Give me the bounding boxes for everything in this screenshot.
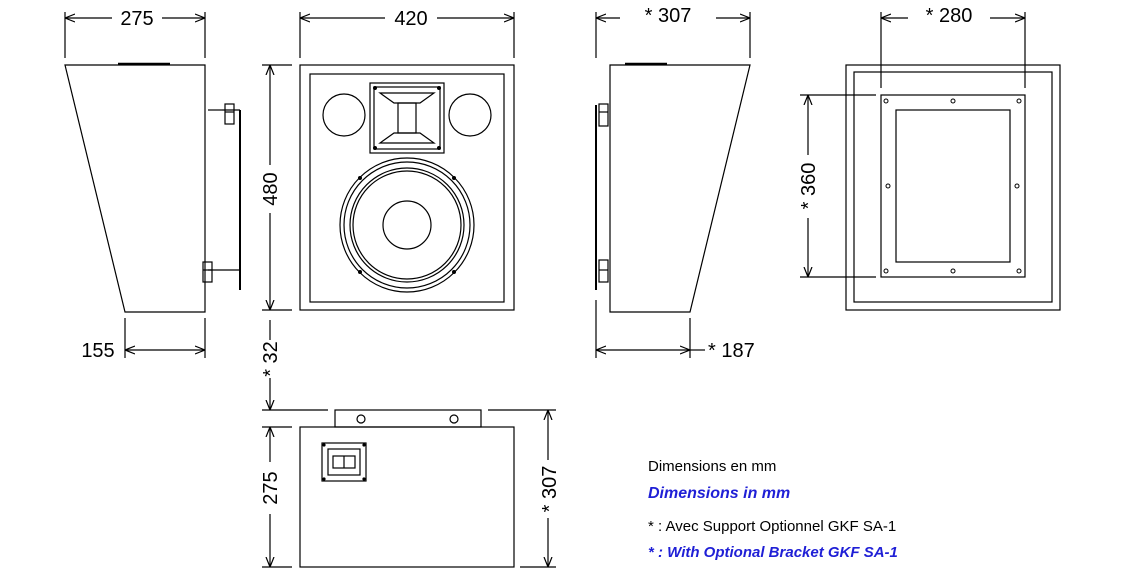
note-bracket-fr: * : Avec Support Optionnel GKF SA-1 — [648, 518, 897, 535]
front-inner-frame — [309, 73, 505, 303]
side-view-right — [595, 62, 751, 313]
dim-label-side-right-top: * 307 — [645, 5, 692, 27]
front-horn-outer — [369, 82, 445, 154]
front-horn-throat — [397, 102, 417, 134]
dim-label-side-right-bottom: * 187 — [708, 340, 755, 362]
dim-lines-right — [595, 12, 751, 358]
note-dimensions-en: Dimensions in mm — [648, 485, 791, 502]
bottom-bracket-bolt-right — [449, 414, 459, 424]
dim-label-back-width: * 280 — [926, 5, 973, 27]
back-screws — [883, 98, 1022, 274]
dim-label-bottom-offset: * 32 — [260, 341, 282, 377]
front-port-right — [448, 93, 492, 137]
front-view — [299, 64, 515, 311]
right-bolt-top — [598, 103, 609, 127]
dim-label-front-width: 420 — [394, 8, 427, 30]
dim-label-side-left-bottom: 155 — [81, 340, 114, 362]
note-dimensions-fr: Dimensions en mm — [648, 458, 777, 475]
dim-label-bottom-depth-bracket: * 307 — [539, 466, 561, 513]
left-side-body — [64, 64, 206, 313]
dim-label-side-left-top: 275 — [120, 8, 153, 30]
dim-label-back-height: * 360 — [798, 163, 820, 210]
bottom-bracket-bolt-left — [356, 414, 366, 424]
dim-lines-front — [262, 12, 515, 311]
dim-label-front-height: 480 — [260, 172, 282, 205]
bottom-terminal-outer — [321, 442, 367, 482]
back-panel — [895, 109, 1011, 263]
dim-lines-left — [64, 12, 206, 358]
bottom-view — [299, 409, 515, 568]
front-outer-frame — [299, 64, 515, 311]
right-side-body — [609, 64, 751, 313]
front-woofer-outer — [339, 157, 475, 293]
front-woofer-dustcap — [382, 200, 432, 250]
back-outer-frame — [845, 64, 1061, 311]
left-bolt-bottom — [202, 261, 213, 283]
back-view — [845, 64, 1061, 311]
dim-label-bottom-depth: 275 — [260, 471, 282, 504]
left-bolt-top — [224, 103, 235, 125]
back-plate — [880, 94, 1026, 278]
front-port-left — [322, 93, 366, 137]
dim-lines-bottom — [262, 320, 556, 568]
front-screws — [358, 86, 456, 274]
back-inner-frame — [853, 71, 1053, 303]
note-bracket-en: * : With Optional Bracket GKF SA-1 — [648, 544, 898, 561]
bottom-body — [299, 426, 515, 568]
right-bolt-bottom — [598, 259, 609, 283]
side-view-left — [64, 62, 241, 313]
dim-lines-back — [800, 12, 1026, 278]
